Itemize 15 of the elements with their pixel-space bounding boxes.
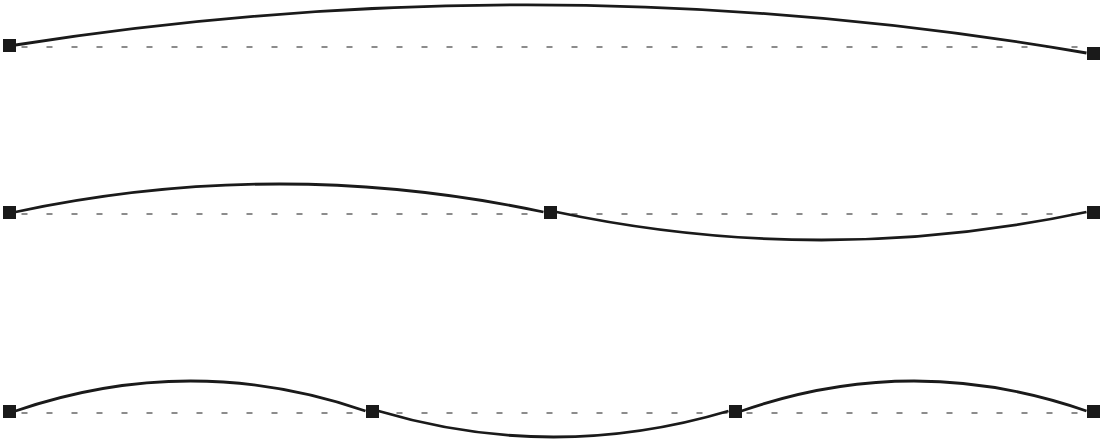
string-curve	[741, 379, 1087, 413]
string-curve	[15, 3, 1087, 55]
node-square	[728, 404, 742, 418]
string-curve	[15, 379, 366, 413]
string-curve	[378, 409, 729, 439]
node-square	[365, 404, 379, 418]
string-curve	[15, 182, 544, 214]
node-square	[1086, 46, 1100, 60]
node-square	[2, 205, 16, 219]
node-square	[1086, 205, 1100, 219]
node-square	[1086, 404, 1100, 418]
node-square	[2, 38, 16, 52]
node-square	[2, 404, 16, 418]
node-square	[543, 205, 557, 219]
string-curve	[556, 210, 1087, 242]
